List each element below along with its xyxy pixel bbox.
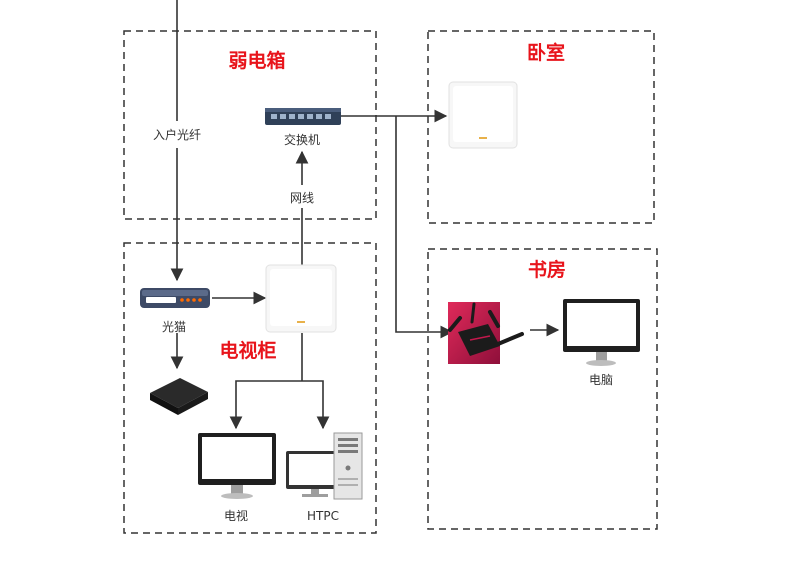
computer-label: 电脑 — [589, 373, 613, 387]
monitor-icon — [563, 299, 640, 366]
zone-study — [427, 248, 658, 530]
zone-weak-box — [123, 30, 377, 220]
modem-icon — [140, 288, 210, 308]
wifi-router-icon — [448, 81, 518, 149]
zone-tv-cabinet — [123, 242, 377, 534]
fiber-label-bg — [148, 125, 208, 143]
zone-title-tv-cabinet: 电视柜 — [219, 339, 276, 362]
desktop-tower-icon — [286, 432, 363, 500]
cable-label: 网线 — [290, 191, 314, 205]
router-to-tv-line — [229, 380, 302, 430]
monitor-icon — [198, 433, 276, 499]
gaming-router-icon — [448, 302, 524, 364]
zone-title-bedroom: 卧室 — [527, 41, 565, 64]
switch-to-study-line — [395, 116, 454, 339]
switch-label: 交换机 — [284, 132, 320, 147]
modem-label: 光猫 — [162, 320, 186, 334]
tv-box-icon — [150, 378, 208, 415]
cable-label-bg — [286, 188, 318, 206]
zone-title-study: 书房 — [528, 258, 566, 281]
switch-icon — [265, 108, 341, 125]
fiber-label: 入户光纤 — [153, 127, 201, 142]
htpc-label: HTPC — [307, 509, 339, 523]
zone-bedroom — [427, 30, 655, 224]
wifi-router-icon — [265, 264, 337, 333]
router-to-htpc-line — [302, 380, 330, 430]
zone-title-weak-box: 弱电箱 — [228, 49, 285, 72]
tv-label: 电视 — [224, 508, 248, 523]
